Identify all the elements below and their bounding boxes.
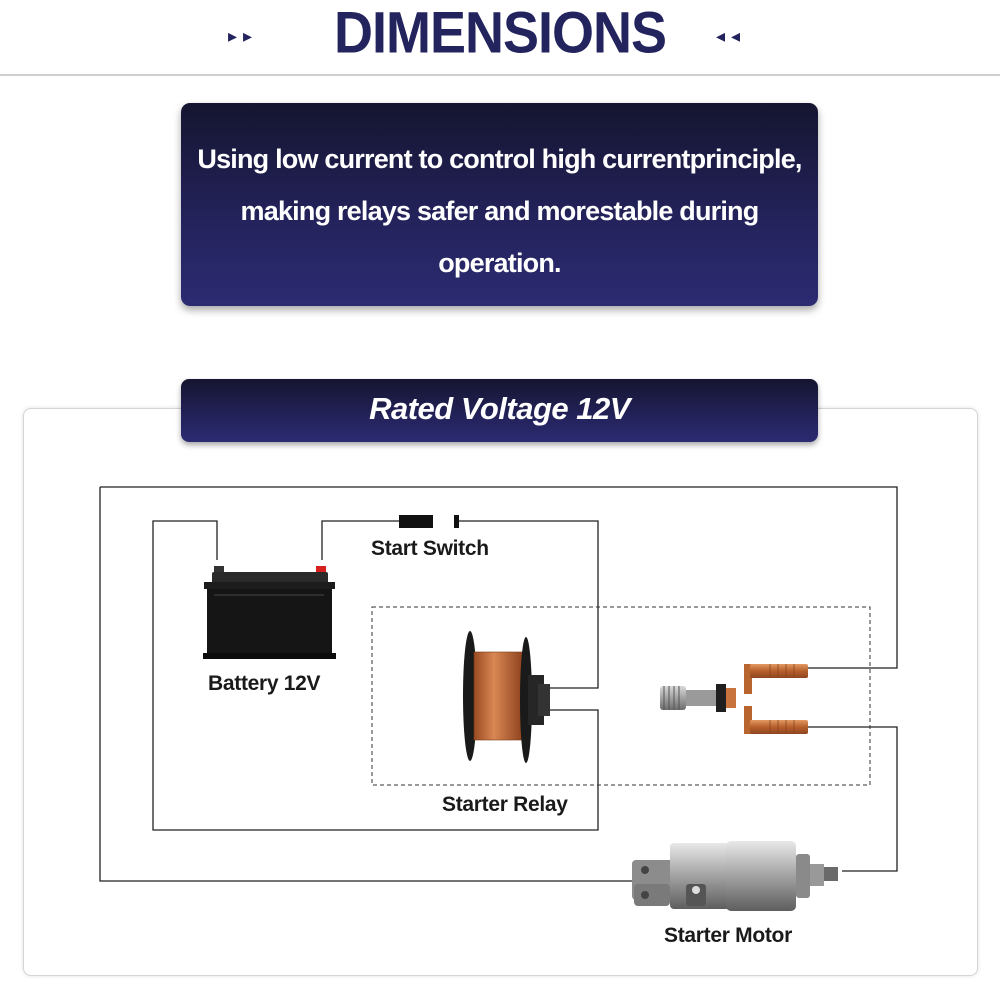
rated-voltage-banner: Rated Voltage 12V	[181, 379, 818, 442]
battery-label: Battery 12V	[208, 672, 321, 695]
header-divider	[0, 74, 1000, 76]
relay-dashed-box	[371, 606, 871, 786]
start-switch-label: Start Switch	[371, 537, 489, 560]
wire-relay-contact-to-motor	[808, 726, 898, 872]
starter-motor-label: Starter Motor	[664, 924, 792, 947]
wire-battery-positive	[321, 520, 399, 560]
description-text: Using low current to control high curren…	[181, 133, 818, 289]
starter-relay-label: Starter Relay	[442, 793, 568, 816]
battery-icon	[203, 566, 336, 659]
wire-switch-to-relay	[459, 520, 599, 689]
wires	[99, 486, 898, 882]
description-banner: Using low current to control high curren…	[181, 103, 818, 306]
relay-contacts-icon	[660, 664, 808, 734]
wire-motor-left	[99, 487, 632, 882]
arrows-left-icon: ▸▸	[228, 26, 259, 46]
rated-voltage-text: Rated Voltage 12V	[369, 391, 630, 426]
starter-motor-icon	[632, 841, 838, 911]
start-switch-icon	[399, 515, 459, 528]
header: ▸▸ DIMENSIONS ◂◂	[0, 0, 1000, 75]
wire-battery-negative	[152, 520, 599, 831]
wire-outer-loop	[100, 486, 898, 669]
arrows-right-icon: ◂◂	[716, 26, 747, 46]
description-line-2: making relays safer and morestable durin…	[240, 196, 760, 226]
description-line-3: operation.	[438, 248, 561, 278]
page-title: DIMENSIONS	[333, 0, 667, 66]
description-line-1: Using low current to control high curren…	[197, 144, 802, 174]
relay-coil-icon	[463, 631, 550, 763]
